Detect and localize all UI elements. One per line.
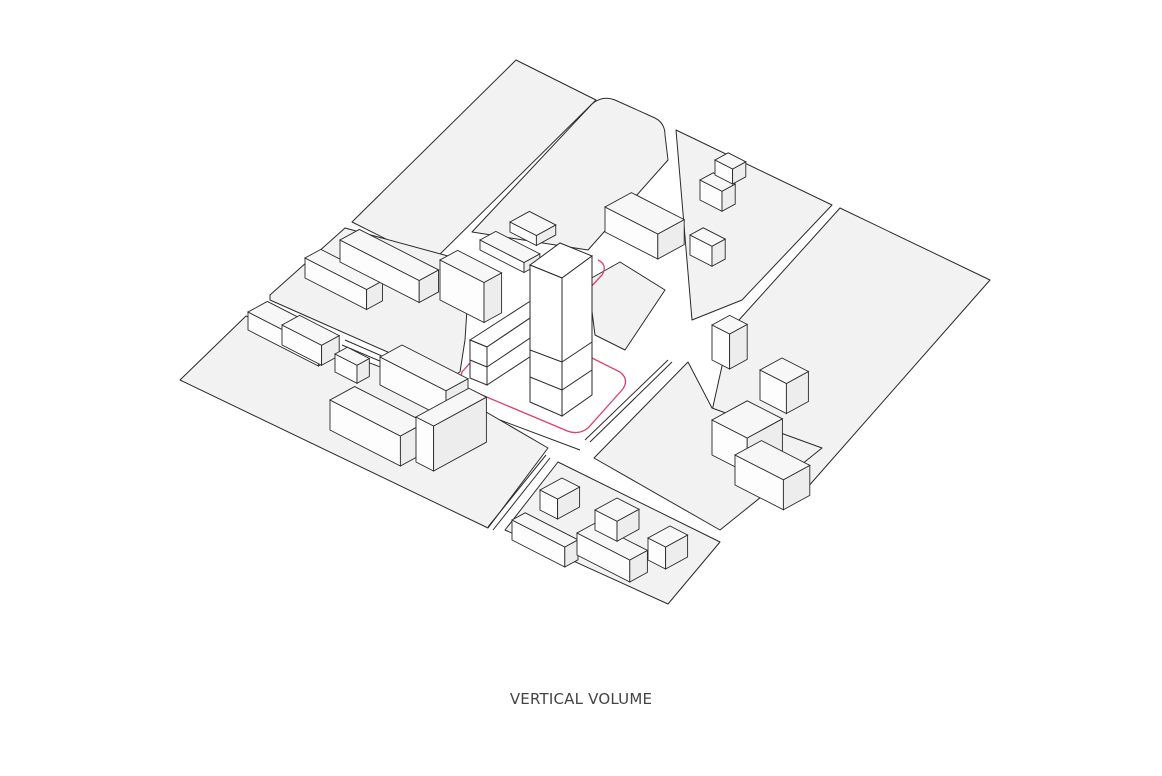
diagram-caption: VERTICAL VOLUME xyxy=(509,690,653,708)
building-roof xyxy=(379,344,469,392)
building-roof xyxy=(711,400,784,439)
building-roof xyxy=(439,249,503,284)
building-roof xyxy=(714,152,747,170)
building-roof xyxy=(734,440,811,481)
tower-front xyxy=(529,264,563,417)
building-roof xyxy=(689,227,727,247)
building-roof xyxy=(334,346,371,366)
building-roof xyxy=(594,497,640,522)
podium-slab-front xyxy=(469,339,488,386)
building-roof xyxy=(281,314,341,346)
building-roof xyxy=(479,230,541,264)
block-center-east xyxy=(587,261,666,351)
building-roof xyxy=(539,477,581,500)
building-roof xyxy=(604,192,686,235)
building-roof xyxy=(647,525,689,548)
building-roof xyxy=(415,387,488,427)
building-roof xyxy=(699,172,737,192)
tower xyxy=(468,242,594,417)
building-roof xyxy=(339,228,440,282)
site-boundary-north xyxy=(587,259,605,291)
building-roof xyxy=(711,314,749,335)
buildings xyxy=(247,152,811,583)
building-roof xyxy=(576,522,649,561)
tower-side xyxy=(561,255,593,417)
building-roof xyxy=(759,357,810,385)
building-roof xyxy=(509,210,557,237)
